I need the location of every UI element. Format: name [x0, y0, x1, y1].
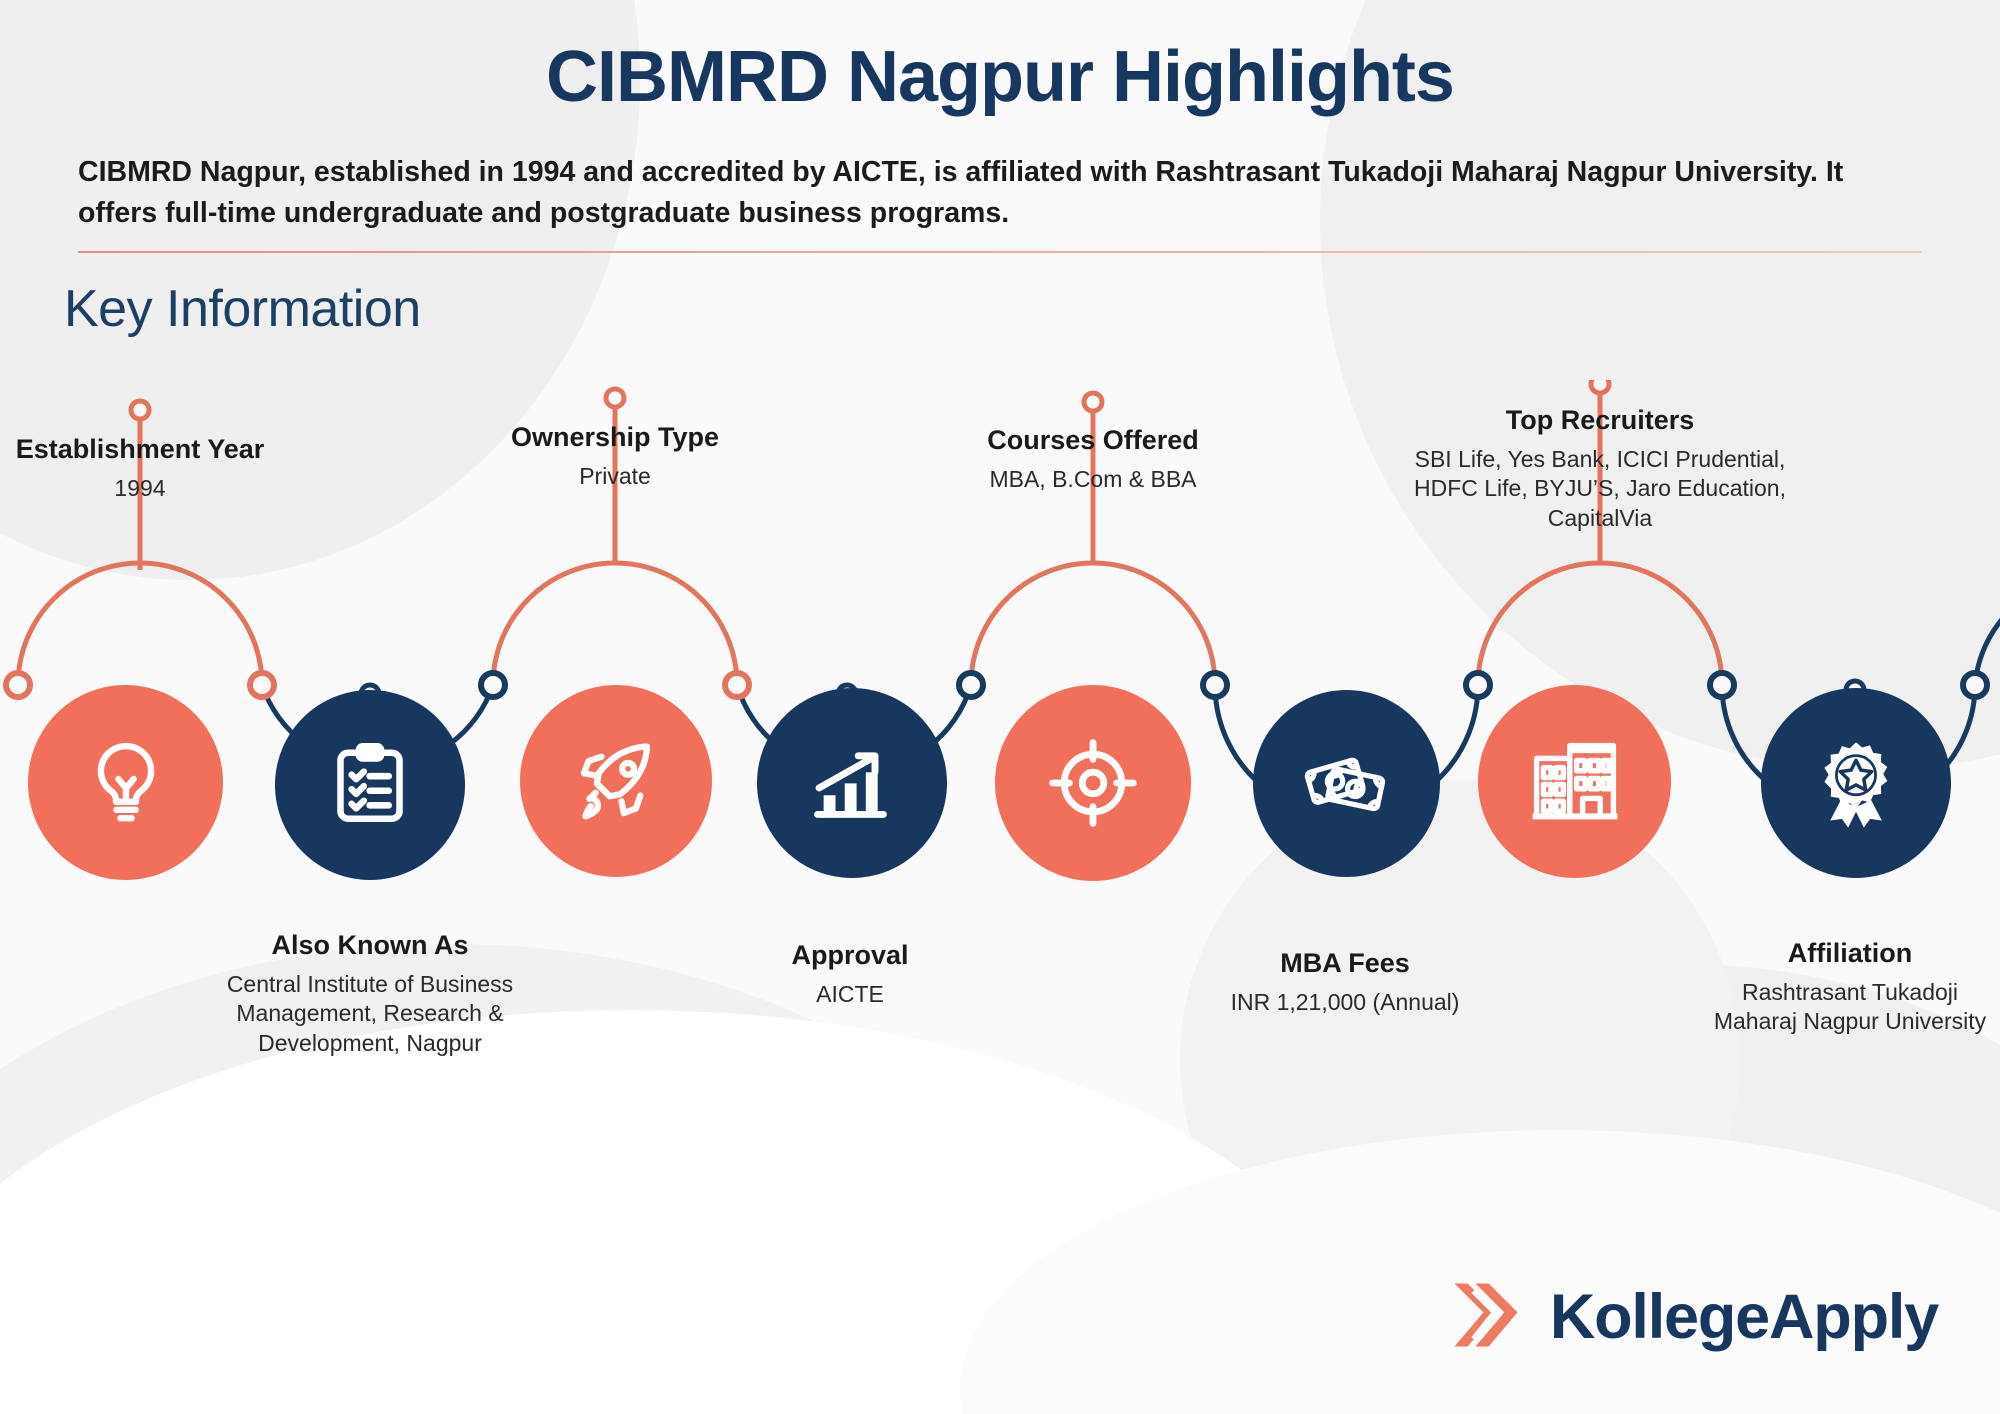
page-title: CIBMRD Nagpur Highlights: [546, 37, 1455, 117]
top-recruiters-value: SBI Life, Yes Bank, ICICI Prudential, HD…: [1414, 446, 1786, 531]
also-known-as-heading: Also Known As: [271, 930, 469, 960]
label-top-recruiters: Top Recruiters SBI Life, Yes Bank, ICICI…: [1380, 405, 1820, 533]
growth-chart-icon: [806, 737, 898, 829]
double-chevron-icon: [1444, 1273, 1528, 1362]
section-title: Key Information: [64, 279, 421, 338]
label-ownership-type: Ownership Type Private: [475, 422, 755, 491]
affiliation-heading: Affiliation: [1787, 938, 1913, 968]
node-establishment-year[interactable]: [28, 685, 223, 880]
mba-fees-value: INR 1,21,000 (Annual): [1230, 989, 1460, 1016]
courses-offered-heading: Courses Offered: [987, 425, 1199, 455]
establishment-year-value: 1994: [114, 475, 166, 502]
label-mba-fees: MBA Fees INR 1,21,000 (Annual): [1185, 948, 1505, 1017]
mba-fees-heading: MBA Fees: [1280, 948, 1410, 978]
target-icon: [1045, 735, 1141, 831]
node-affiliation[interactable]: [1761, 688, 1951, 878]
approval-value: AICTE: [816, 981, 884, 1008]
label-establishment-year: Establishment Year 1994: [0, 434, 280, 503]
establishment-year-heading: Establishment Year: [15, 434, 265, 464]
approval-heading: Approval: [791, 940, 909, 970]
also-known-as-value: Central Institute of Business Management…: [226, 971, 514, 1056]
node-also-known-as[interactable]: [275, 690, 465, 880]
divider: [78, 250, 1922, 253]
building-icon: [1527, 734, 1623, 830]
intro-paragraph: CIBMRD Nagpur, established in 1994 and a…: [78, 156, 1844, 230]
label-approval: Approval AICTE: [715, 940, 985, 1009]
kollegeapply-logo[interactable]: KollegeApply: [1444, 1273, 1939, 1362]
banknotes-icon: [1301, 738, 1393, 830]
affiliation-value: Rashtrasant Tukadoji Maharaj Nagpur Univ…: [1713, 979, 1987, 1035]
timeline-connectors: [3, 380, 2000, 819]
top-recruiters-heading: Top Recruiters: [1505, 405, 1695, 435]
timeline: [0, 380, 2000, 940]
rocket-icon: [569, 734, 663, 828]
node-mba-fees[interactable]: [1253, 690, 1440, 877]
ownership-type-heading: Ownership Type: [510, 422, 720, 452]
label-affiliation: Affiliation Rashtrasant Tukadoji Maharaj…: [1700, 938, 2000, 1037]
label-also-known-as: Also Known As Central Institute of Busin…: [215, 930, 525, 1058]
node-approval[interactable]: [757, 688, 947, 878]
node-top-recruiters[interactable]: [1478, 685, 1671, 878]
node-courses-offered[interactable]: [995, 685, 1191, 881]
award-badge-icon: [1809, 736, 1903, 830]
label-courses-offered: Courses Offered MBA, B.Com & BBA: [953, 425, 1233, 494]
brand-name: KollegeApply: [1549, 1282, 1939, 1352]
courses-offered-value: MBA, B.Com & BBA: [989, 466, 1197, 493]
node-ownership-type[interactable]: [520, 685, 712, 877]
lightbulb-icon: [78, 735, 174, 831]
ownership-type-value: Private: [579, 463, 651, 490]
clipboard-checklist-icon: [324, 739, 416, 831]
